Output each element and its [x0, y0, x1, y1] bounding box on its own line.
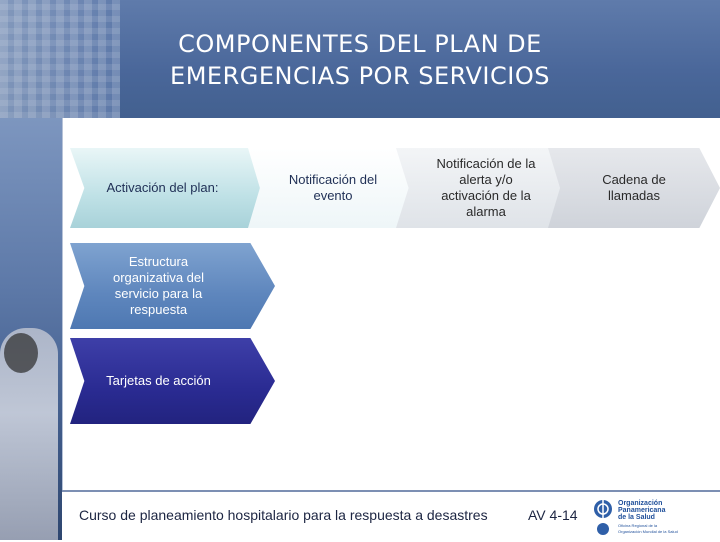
slide-title-line1: COMPONENTES DEL PLAN DE [178, 30, 542, 58]
slide-title: COMPONENTES DEL PLAN DE EMERGENCIAS POR … [110, 28, 610, 92]
footer-divider [62, 490, 720, 492]
logo-line2: Panamericana [618, 507, 666, 514]
chevron-activation-label: Activación del plan: [106, 180, 219, 195]
slide-title-line2: EMERGENCIAS POR SERVICIOS [170, 62, 550, 90]
logo-line3: de la Salud [618, 514, 655, 521]
logo-line5: Organización Mundial de la Salud [618, 529, 678, 534]
chevron-structure-label: Estructura organizativa del servicio par… [112, 254, 205, 317]
chevron-alert-notification: Notificación de la alerta y/o activación… [396, 148, 576, 228]
chevron-action-cards: Tarjetas de acción [70, 338, 275, 424]
logo-line1: Organización [618, 500, 662, 507]
building-photo [0, 0, 120, 118]
chevron-cards-label: Tarjetas de acción [106, 373, 211, 388]
left-photo-panel [0, 118, 62, 540]
content-divider [62, 118, 63, 490]
header-band [0, 0, 720, 118]
logo-line4: Oficina Regional de la [618, 523, 658, 528]
paho-logo: Organización Panamericana de la Salud Of… [592, 497, 718, 537]
chevron-event-label: Notificación del evento [288, 172, 378, 203]
chevron-alert-label: Notificación de la alerta y/o activación… [436, 156, 536, 219]
footer-course-title: Curso de planeamiento hospitalario para … [79, 507, 488, 523]
paho-emblem-icon: Organización Panamericana de la Salud Of… [594, 500, 678, 535]
nurse-photo-head [4, 333, 38, 373]
chevron-activation: Activación del plan: [70, 148, 275, 228]
footer-slide-code: AV 4-14 [528, 507, 578, 523]
chevron-call-chain: Cadena de llamadas [548, 148, 720, 228]
chevron-calls-label: Cadena de llamadas [602, 172, 666, 203]
chevron-event-notification: Notificación del evento [248, 148, 418, 228]
chevron-structure: Estructura organizativa del servicio par… [70, 243, 275, 329]
